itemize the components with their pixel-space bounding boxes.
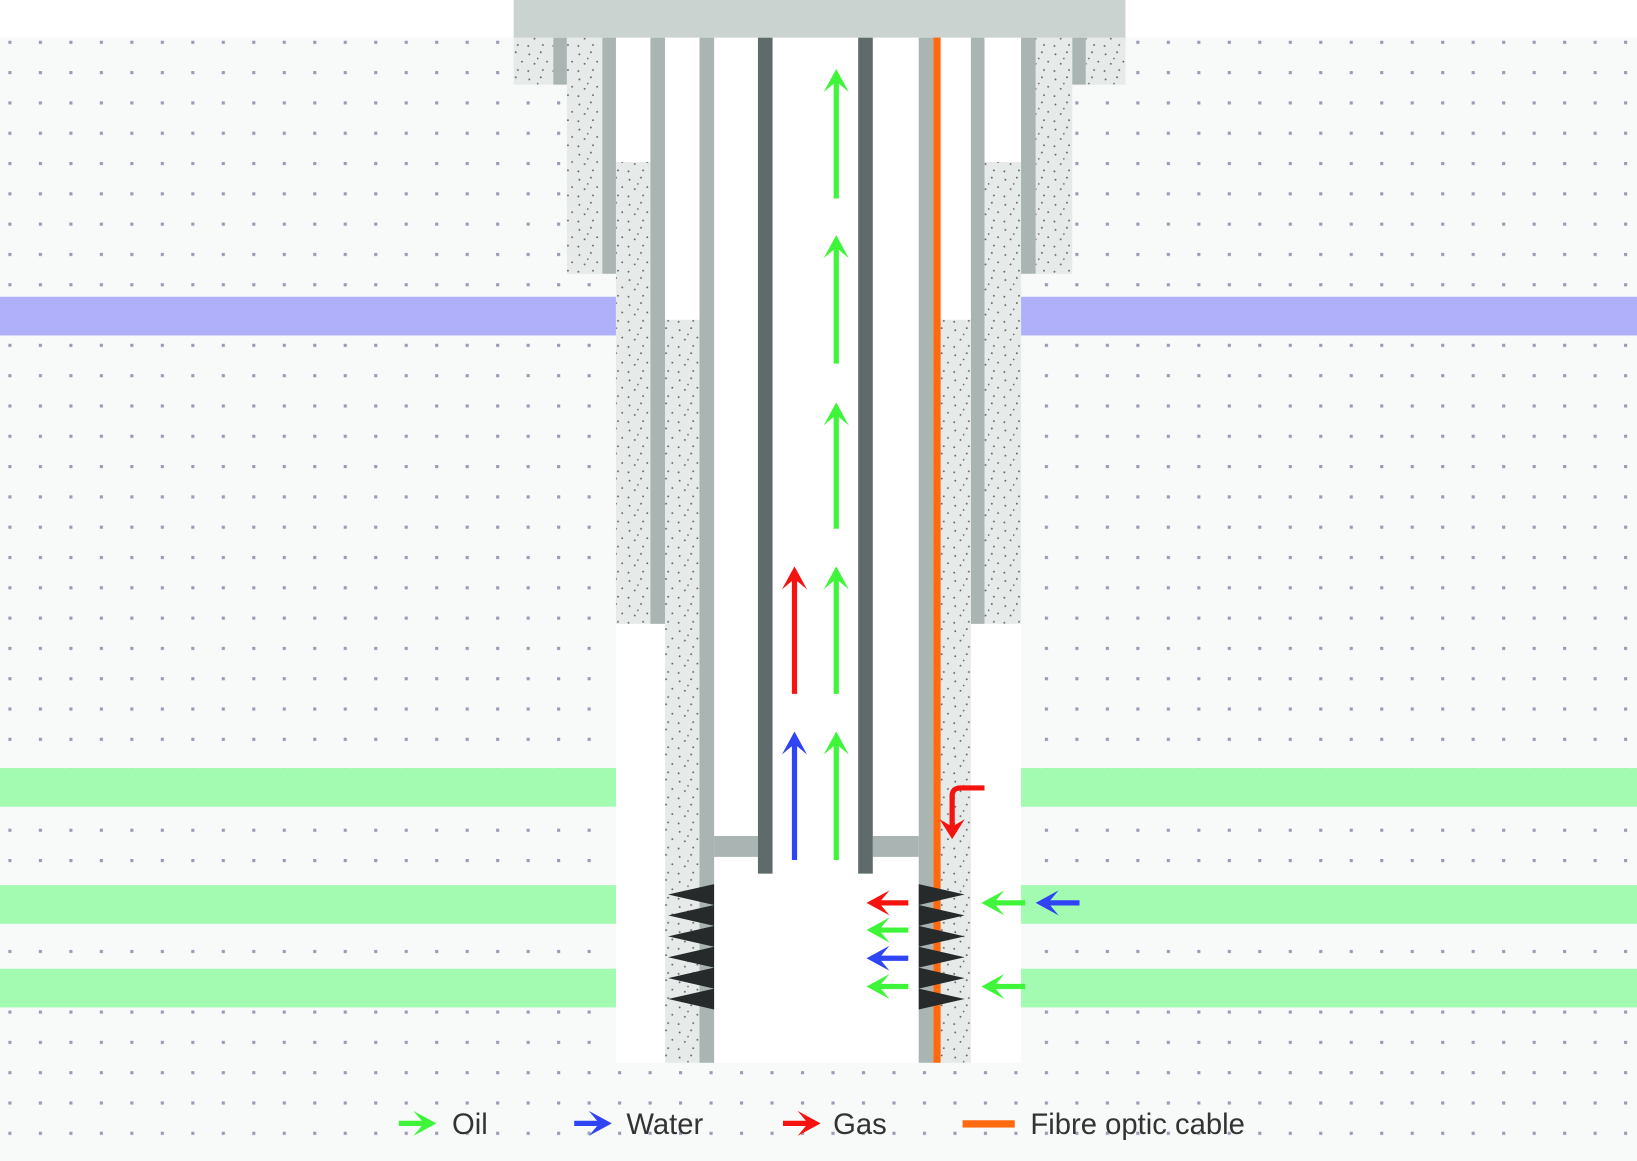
fibre-optic-cable (933, 0, 941, 1063)
wellhead (513, 0, 1126, 38)
production-tubing-right (858, 37, 873, 874)
perforation-left (668, 967, 715, 989)
water-inflow-arrow-icon (866, 945, 909, 971)
intermediate-casing-left (650, 37, 666, 624)
legend-item-gas: Gas (783, 1109, 887, 1141)
reservoir-layer-left (0, 968, 666, 1008)
aquifer-layer-left (0, 296, 616, 336)
legend-label-fibre-optic-cable: Fibre optic cable (1030, 1109, 1244, 1141)
oil-flow-up-arrow-icon-head (823, 402, 849, 426)
oil-formation-arrow-icon-head (981, 973, 1005, 1000)
oil-inflow-arrow-icon-head (866, 973, 890, 1000)
oil-inflow-arrow-icon (866, 917, 909, 943)
cement-intermediate-right (984, 161, 1022, 624)
reservoir-layer-left (0, 885, 666, 924)
conductor-casing-left (553, 37, 567, 85)
water-inflow-arrow-icon-head (866, 945, 890, 971)
oil-arrow-icon (398, 1110, 437, 1136)
perforation-left (668, 884, 715, 905)
gas-leak-arrow-head (939, 819, 965, 840)
reservoir-layer-left (0, 768, 666, 807)
gas-inflow-arrow-icon-head (866, 890, 890, 916)
production-tubing-left (757, 37, 773, 874)
water-flow-up-arrow-icon (781, 731, 808, 861)
legend-gas-arrow (783, 1110, 821, 1136)
perforation-right (918, 988, 965, 1010)
perforation-right (918, 904, 965, 926)
water-arrow-icon (574, 1110, 612, 1136)
oil-flow-up-arrow-icon (823, 402, 849, 529)
legend-water-arrow-head (588, 1110, 612, 1136)
gas-inflow-arrow-icon (866, 890, 909, 916)
reservoir-layer-right (970, 885, 1637, 924)
perforation-left (668, 925, 715, 947)
conductor-casing-right (1072, 37, 1086, 85)
packer-left (714, 836, 758, 857)
perforation-right (918, 925, 965, 947)
legend-gas-arrow-head (797, 1110, 821, 1136)
production-casing-left (699, 37, 715, 1063)
packer-right (872, 836, 919, 857)
perforation-right (918, 884, 965, 905)
oil-flow-up-arrow-icon-head (823, 68, 849, 92)
legend-label-water: Water (626, 1109, 703, 1141)
legend-item-water: Water (574, 1109, 704, 1141)
perforation-left (668, 988, 715, 1010)
gas-leak-arrow-icon (939, 785, 985, 840)
oil-inflow-arrow-icon (866, 973, 909, 1000)
legend-item-oil: Oil (398, 1109, 488, 1141)
perforation-right (918, 967, 965, 989)
legend-water-arrow (574, 1110, 612, 1136)
cement-intermediate-left (615, 161, 651, 624)
oil-flow-up-arrow-icon (823, 731, 849, 861)
gas-leak-arrow-shaft (949, 785, 985, 828)
water-flow-up-arrow-icon-head (781, 731, 808, 755)
perforation-right (918, 946, 965, 968)
legend-oil-arrow-head (413, 1110, 437, 1136)
oil-flow-up-arrow-icon (823, 566, 849, 694)
legend-label-oil: Oil (452, 1109, 488, 1141)
oil-flow-up-arrow-icon-head (823, 235, 849, 259)
surface-casing-left (602, 37, 616, 274)
water-formation-arrow-icon-head (1035, 890, 1059, 916)
surface-casing-right (1021, 37, 1036, 274)
cement-conductor-left (513, 37, 554, 85)
cement-surface-right (1035, 37, 1073, 274)
oil-inflow-arrow-icon-head (866, 917, 890, 943)
oil-formation-arrow-icon (981, 890, 1026, 916)
fibre-optic-line-icon (962, 1120, 1015, 1128)
oil-formation-arrow-icon-head (981, 890, 1005, 916)
reservoir-layer-right (970, 768, 1637, 807)
legend: Oil Water Gas Fibre optic cable (398, 1109, 1245, 1141)
legend-label-gas: Gas (833, 1109, 887, 1141)
perforation-left (668, 904, 715, 926)
water-formation-arrow-icon (1035, 890, 1080, 916)
aquifer-layer-right (1021, 296, 1637, 336)
legend-item-fibre-optic-cable: Fibre optic cable (962, 1109, 1245, 1141)
cement-surface-left (566, 37, 603, 274)
oil-flow-up-arrow-icon-head (823, 566, 849, 590)
oil-flow-up-arrow-icon (823, 68, 849, 199)
legend-oil-arrow (398, 1110, 437, 1136)
gas-flow-up-arrow-icon-head (781, 566, 808, 590)
cement-conductor-right (1085, 37, 1126, 85)
oil-flow-up-arrow-icon (823, 235, 849, 364)
production-casing-right (918, 37, 934, 1063)
oil-flow-up-arrow-icon-head (823, 731, 849, 755)
intermediate-casing-right (970, 37, 985, 624)
oil-formation-arrow-icon (981, 973, 1026, 1000)
reservoir-layer-right (970, 968, 1637, 1008)
perforation-left (668, 946, 715, 968)
gas-arrow-icon (783, 1110, 821, 1136)
gas-flow-up-arrow-icon (781, 566, 808, 694)
cement-production-right (940, 319, 971, 1063)
